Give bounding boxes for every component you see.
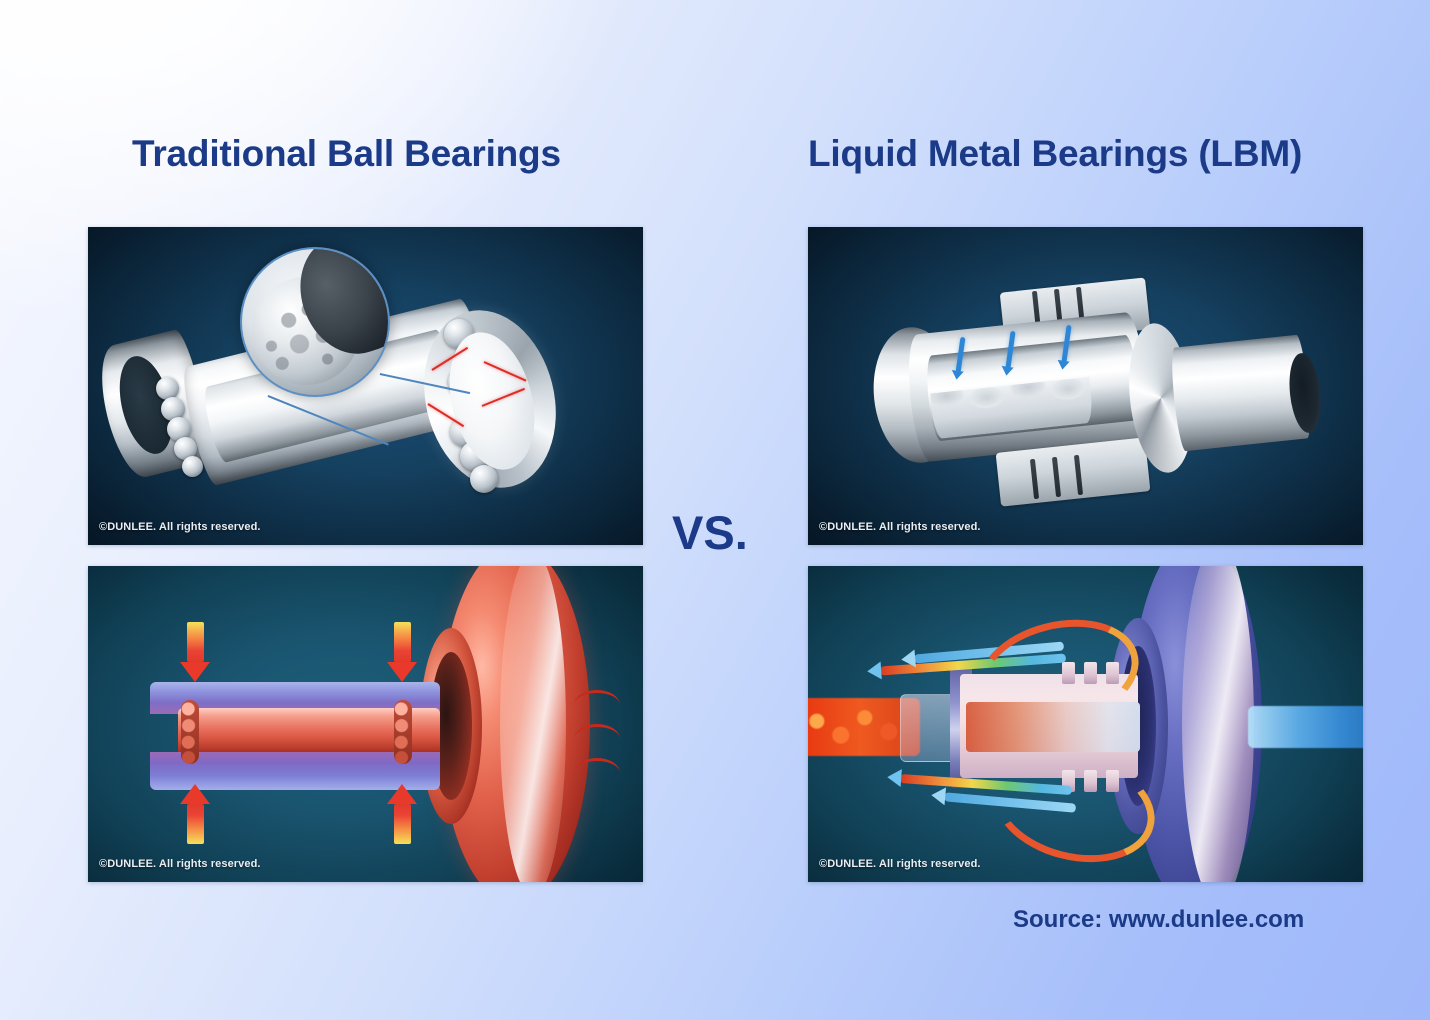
copyright-watermark: ©DUNLEE. All rights reserved.	[819, 521, 981, 533]
heat-load-arrow-down	[187, 622, 204, 662]
housing-fin	[1062, 662, 1075, 684]
ball-bearing-thermal-illustration	[88, 566, 643, 882]
ball-element	[174, 437, 197, 460]
heat-arrow-head	[180, 662, 210, 682]
heat-arrow-head	[180, 784, 210, 804]
ball-element	[182, 456, 203, 477]
panel-liquid-metal-cutaway: ©DUNLEE. All rights reserved.	[808, 227, 1363, 545]
housing-fin	[1106, 770, 1119, 792]
heat-wave-line	[574, 758, 620, 773]
heat-dissipation-arrow	[943, 792, 1077, 813]
thermal-ball-row-right	[394, 700, 412, 764]
heat-arrow-head	[387, 784, 417, 804]
anode-disc-rim-highlight	[500, 566, 566, 882]
panel-liquid-metal-thermal: ©DUNLEE. All rights reserved.	[808, 566, 1363, 882]
panel-ball-bearing-thermal: ©DUNLEE. All rights reserved.	[88, 566, 643, 882]
magnifier-inset	[240, 247, 390, 397]
copyright-watermark: ©DUNLEE. All rights reserved.	[819, 858, 981, 870]
ball-element	[156, 377, 179, 400]
copyright-watermark: ©DUNLEE. All rights reserved.	[99, 858, 261, 870]
copyright-watermark: ©DUNLEE. All rights reserved.	[99, 521, 261, 533]
thermal-ball-row-left	[181, 700, 199, 764]
heat-load-arrow-up	[187, 804, 204, 844]
source-attribution: Source: www.dunlee.com	[1013, 906, 1305, 933]
heat-wave-line	[574, 690, 620, 705]
ball-bearing-illustration	[88, 227, 643, 545]
vs-divider-label: VS.	[672, 506, 748, 559]
liquid-metal-bearing-illustration	[808, 227, 1363, 545]
housing-fin	[1084, 662, 1097, 684]
housing-fin	[1084, 770, 1097, 792]
heat-load-arrow-down	[394, 622, 411, 662]
heat-arrow-head	[387, 662, 417, 682]
liquid-metal-thermal-illustration	[808, 566, 1363, 882]
column-title-liquid-metal: Liquid Metal Bearings (LBM)	[808, 133, 1303, 174]
heat-wave-line	[574, 724, 620, 739]
heat-load-arrow-up	[394, 804, 411, 844]
liquid-metal-bore-flow	[966, 702, 1140, 752]
cool-outflow-jet	[1248, 706, 1363, 748]
ball-element	[470, 465, 498, 493]
housing-fin	[1106, 662, 1119, 684]
anode-disc-rim-highlight	[1182, 566, 1254, 882]
panel-ball-bearing-cutaway: ©DUNLEE. All rights reserved.	[88, 227, 643, 545]
column-title-traditional: Traditional Ball Bearings	[132, 133, 561, 174]
